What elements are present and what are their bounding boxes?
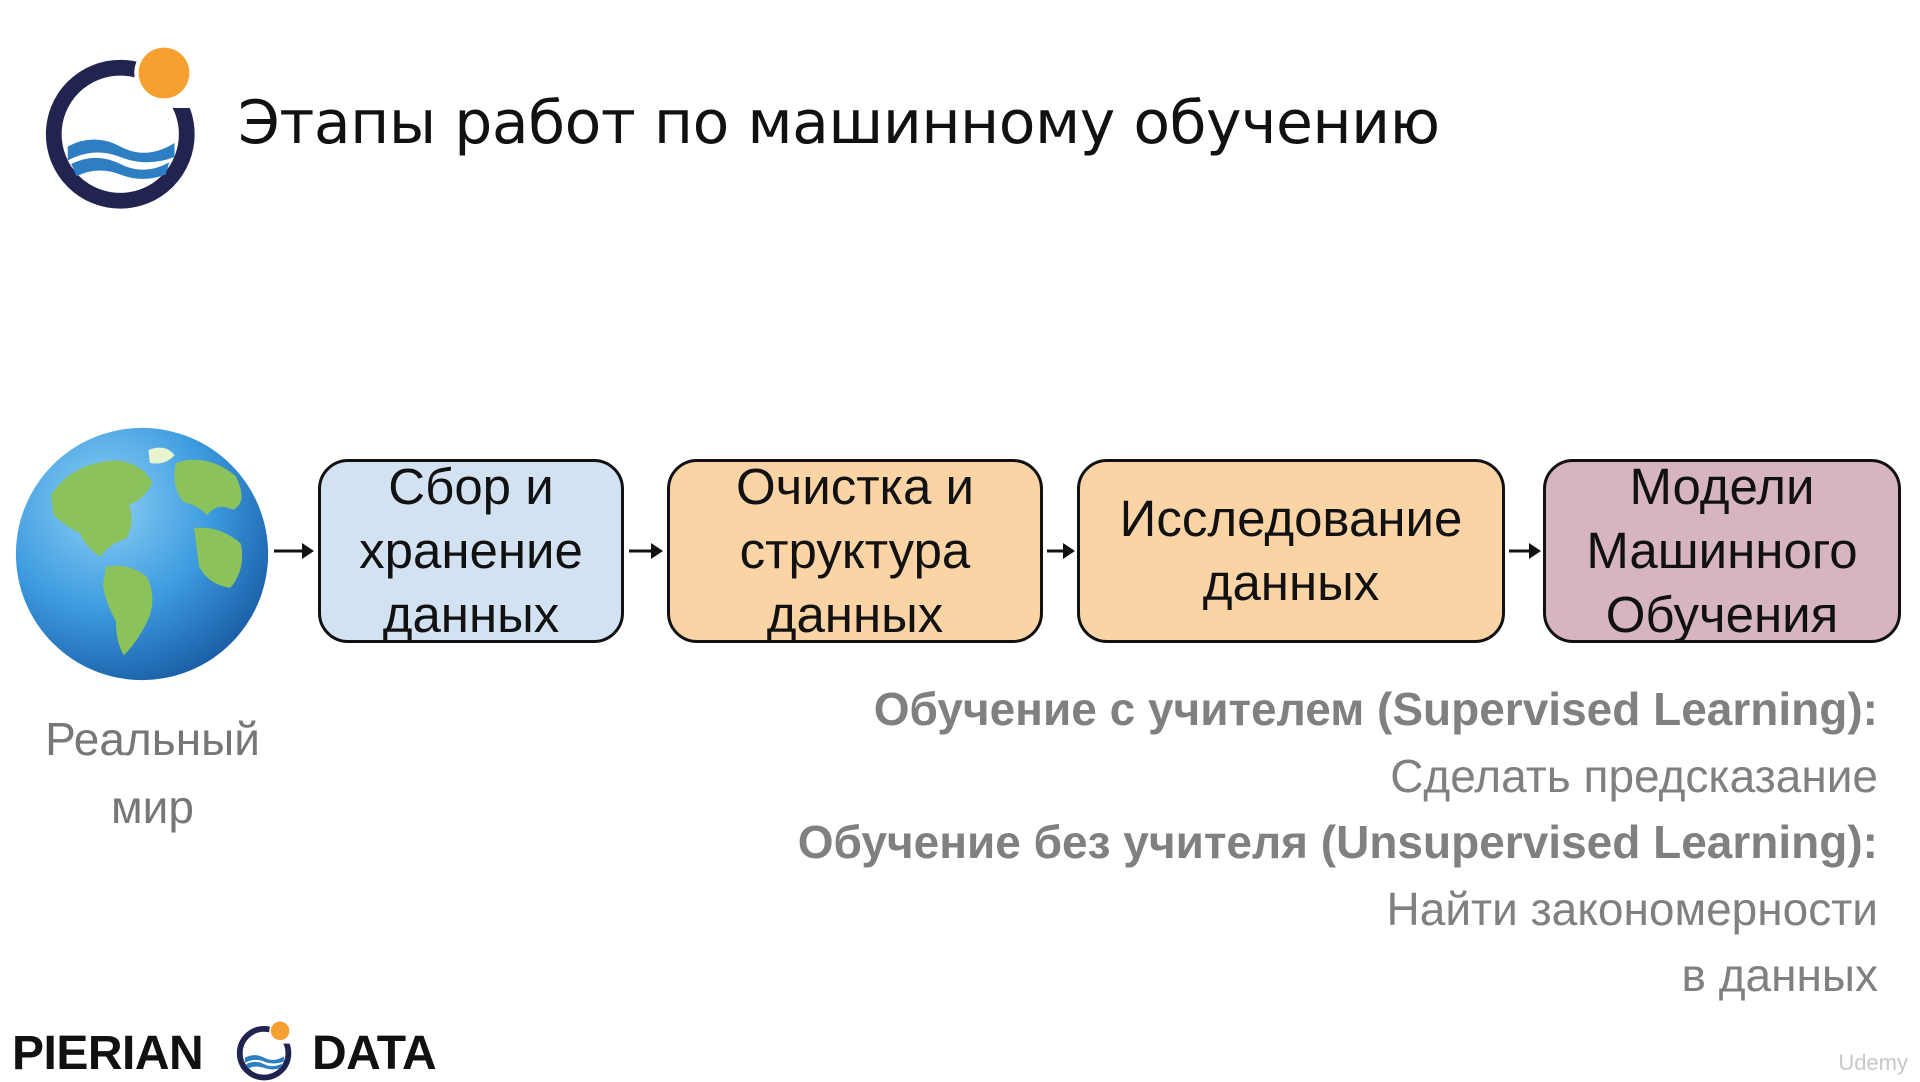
arrow-right-icon [629,543,663,559]
arrow-right-icon [1047,543,1075,559]
arrow-right-icon [274,543,314,559]
stage-ml-models: Модели Машинного Обучения [1543,459,1901,643]
footer-logo-icon [236,1018,297,1081]
supervised-heading: Обучение с учителем (Supervised Learning… [873,683,1878,735]
arrow-right-icon [1509,543,1541,559]
footer-brand-left: PIERIAN [12,1027,204,1080]
supervised-description: Сделать предсказание [1390,749,1878,802]
stage-data-collection: Сбор и хранение данных [318,459,624,643]
stage-data-exploration: Исследование данных [1077,459,1505,643]
page-title: Этапы работ по машинному обучению [238,88,1440,158]
stage-data-cleaning: Очистка и структура данных [667,459,1043,643]
learning-types: Обучение с учителем (Supervised Learning… [678,676,1878,1009]
unsupervised-description-line2: в данных [1681,949,1878,1001]
real-world-label: Реальный мир [45,713,260,833]
unsupervised-description-line1: Найти закономерности [1386,882,1878,935]
udemy-watermark: Udemy [1838,1050,1908,1075]
globe-icon [15,427,269,681]
unsupervised-heading: Обучение без учителя (Unsupervised Learn… [797,816,1878,868]
footer-brand-right: DATA [312,1027,437,1080]
pierian-data-logo [45,38,208,209]
